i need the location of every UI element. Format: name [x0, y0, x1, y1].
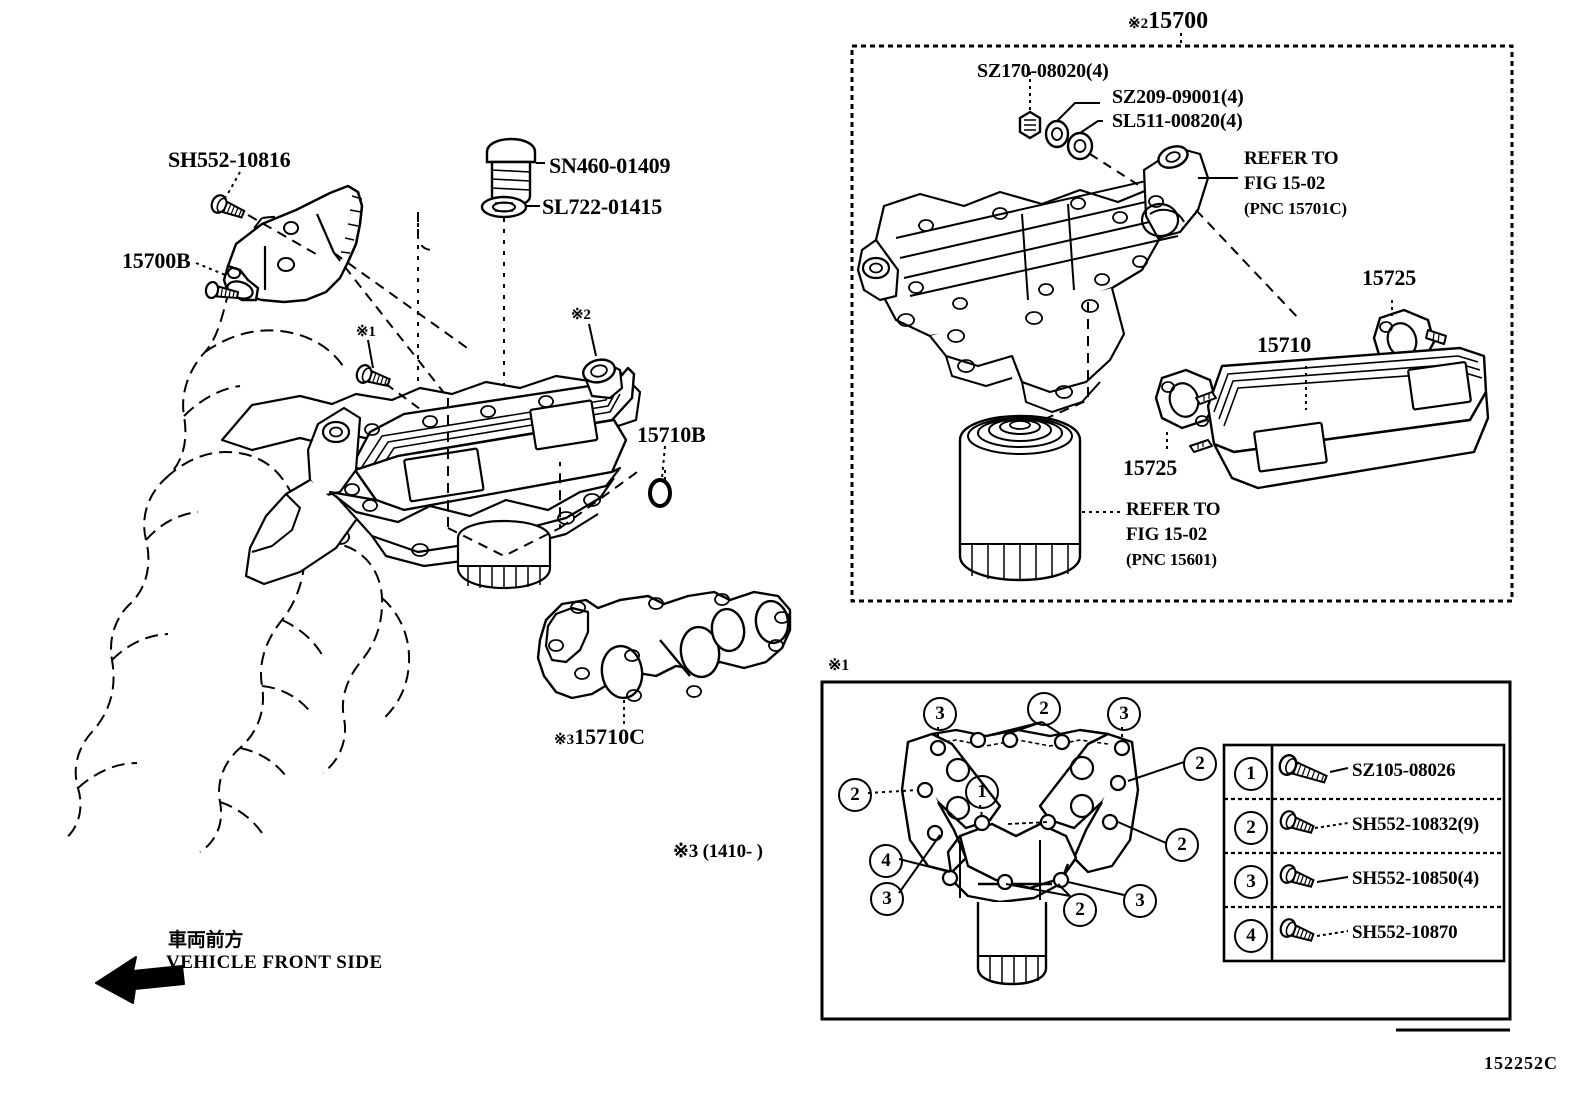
label-15710: 15710: [1257, 332, 1312, 357]
bolt-sh552-10816: [208, 191, 248, 224]
refer-housing-line2: FIG 15-02: [1244, 173, 1326, 194]
legend-number: 3: [1234, 865, 1268, 899]
bolt-mark1-left: [353, 362, 393, 392]
label-15710c-group: ※3 15710C: [554, 724, 645, 750]
oring-15710b: [648, 478, 672, 508]
mark1-callout-leaders: [867, 721, 1185, 897]
callout-circle: 2: [838, 778, 872, 812]
engine-block-phantom: [63, 215, 411, 853]
bracket-15700b: [222, 184, 364, 304]
panel-mark1-title: ※1: [828, 657, 850, 674]
mark1-legend-table: [1222, 743, 1506, 963]
label-15710b: 15710B: [637, 422, 706, 447]
refer-filter-line1: REFER TO: [1126, 499, 1221, 520]
refer-housing: REFER TO FIG 15-02 (PNC 15701C): [1244, 146, 1347, 221]
callout-circle: 3: [923, 697, 957, 731]
label-sz170-08020: SZ170-08020(4): [977, 60, 1109, 82]
legend-part-number: SZ105-08026: [1352, 760, 1456, 781]
refer-filter: REFER TO FIG 15-02 (PNC 15601): [1126, 497, 1221, 572]
label-sz209-09001: SZ209-09001(4): [1112, 86, 1244, 108]
v-bank-schematic: [900, 728, 1140, 986]
label-mark3-prefix: ※3: [554, 732, 575, 748]
panel-15700-title: 15700: [1148, 8, 1209, 34]
panel-15700-title-group: ※2 15700: [1128, 8, 1208, 35]
bracket-bolt-leaders: [247, 214, 471, 399]
callout-circle: 3: [1107, 697, 1141, 731]
label-sn460-01409: SN460-01409: [549, 153, 671, 178]
label-sl722-01415: SL722-01415: [542, 194, 663, 219]
label-sh552-10816: SH552-10816: [168, 147, 291, 172]
refer-filter-line2: FIG 15-02: [1126, 524, 1208, 545]
plug-sn460-01409: [485, 137, 537, 208]
callout-circle: 2: [1183, 747, 1217, 781]
legend-part-number: SH552-10832(9): [1352, 814, 1480, 835]
callout-circle: 4: [869, 844, 903, 878]
callout-circle: 2: [1165, 828, 1199, 862]
legend-part-number: SH552-10850(4): [1352, 868, 1480, 889]
oil-cooler-housing: [856, 145, 1210, 413]
label-15700b: 15700B: [122, 248, 191, 273]
callout-circle: 1: [965, 775, 999, 809]
label-15725-lower: 15725: [1123, 455, 1178, 480]
panel-mark1-border: [820, 680, 1512, 1021]
filter-mount-leader: [447, 398, 641, 558]
gasket-15725-lower: [1154, 368, 1218, 430]
washer-sl722-01415: [480, 195, 528, 219]
label-sl511-00820: SL511-00820(4): [1112, 110, 1243, 132]
callout-circle: 2: [1027, 692, 1061, 726]
oil-filter-left: [456, 519, 552, 590]
oil-filter-right: [958, 414, 1082, 582]
callout-circle: 3: [870, 882, 904, 916]
refer-housing-line3: (PNC 15701C): [1244, 199, 1347, 218]
figure-id: 152252C: [1484, 1053, 1558, 1073]
refer-filter-line3: (PNC 15601): [1126, 550, 1217, 569]
callout-circle: 2: [1063, 893, 1097, 927]
oil-cooler-15710: [1189, 329, 1490, 490]
panel-15700-title-mark: ※2: [1128, 16, 1149, 32]
gasket-15710c: [536, 590, 792, 702]
washer-sl511-00820: [1066, 131, 1094, 161]
label-mark1-left: ※1: [356, 324, 376, 340]
refer-housing-line1: REFER TO: [1244, 148, 1339, 169]
oil-cooler-assembly-left: [220, 358, 642, 586]
panel-15700-border: [850, 44, 1514, 603]
bolt-15700b-lower: [204, 280, 240, 300]
legend-part-number: SH552-10870: [1352, 922, 1458, 943]
vehicle-front-label-jp: 車両前方: [168, 929, 244, 951]
nut-sz170-08020: [1018, 110, 1042, 140]
vehicle-front-label-en: VEHICLE FRONT SIDE: [166, 952, 383, 973]
legend-number: 1: [1234, 757, 1268, 791]
vehicle-front-arrow: [95, 956, 185, 1004]
label-15710c: 15710C: [574, 724, 645, 749]
legend-number: 4: [1234, 919, 1268, 953]
footnote-mark3: ※3 (1410- ): [673, 841, 763, 862]
label-mark2-left: ※2: [571, 307, 591, 323]
label-15725-upper: 15725: [1362, 265, 1417, 290]
callout-circle: 3: [1123, 884, 1157, 918]
washer-sz209-09001: [1044, 119, 1070, 149]
legend-number: 2: [1234, 811, 1268, 845]
